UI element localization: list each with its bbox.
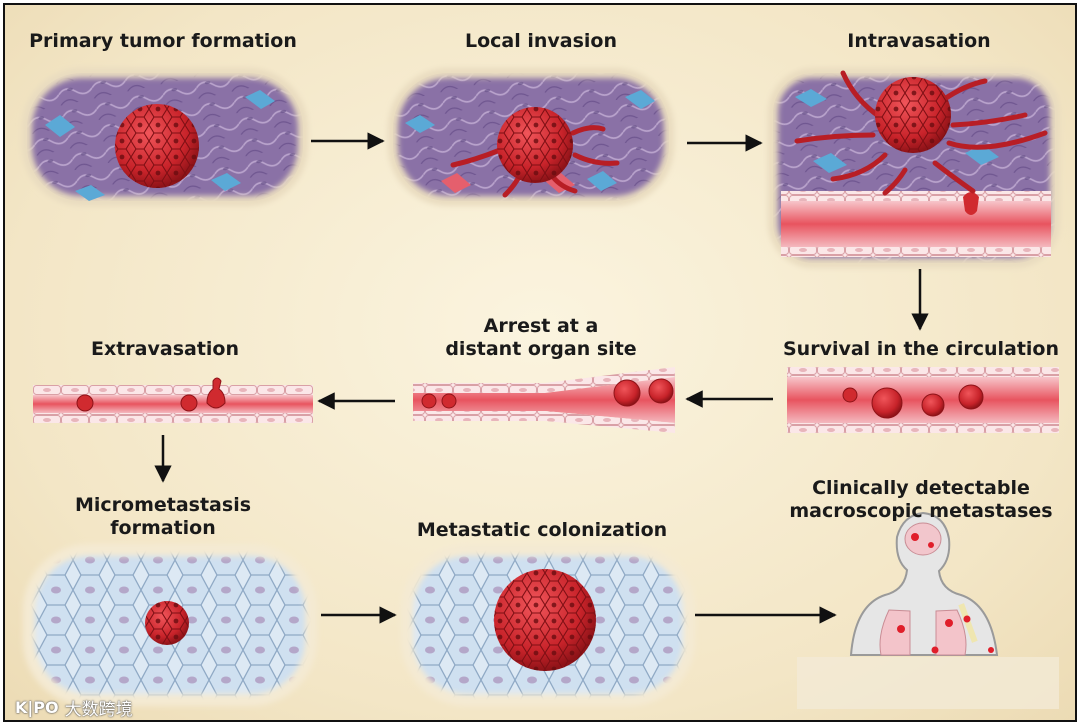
watermark-text: 大数跨境 [64,700,133,720]
arrest-distant-organ-illustration [413,367,675,433]
watermark-logo: K|PO [15,698,59,717]
label-intravasation: Intravasation [847,30,991,52]
label-clinical: Clinically detectable macroscopic metast… [789,477,1052,523]
label-local-invasion: Local invasion [464,30,618,52]
metastasis-diagram: Primary tumor formation Local invasion I… [3,3,1077,722]
label-colonization: Metastatic colonization [416,519,668,541]
label-survival: Survival in the circulation [782,338,1060,360]
caption-box [797,657,1059,709]
label-extravasation: Extravasation [90,338,240,360]
survival-circulation-illustration [787,367,1059,433]
label-micrometastasis-line1: Micrometastasis [74,494,252,516]
label-micrometastasis-line2: formation [110,517,216,539]
micrometastasis-illustration [23,544,317,706]
body-metastases-illustration [849,511,999,656]
label-clinical-line1: Clinically detectable [812,477,1030,499]
label-primary-tumor: Primary tumor formation [29,30,297,52]
label-micrometastasis: Micrometastasis formation [75,494,251,540]
label-arrest: Arrest at a distant organ site [445,315,636,361]
flow-arrows [154,132,929,624]
intravasation-illustration [768,68,1060,268]
label-arrest-line1: Arrest at a [483,315,599,337]
diagram-artwork [22,68,1060,709]
extravasation-illustration [33,377,313,423]
metastatic-colonization-illustration [401,544,695,706]
primary-tumor-illustration [22,68,308,206]
label-clinical-line2: macroscopic metastases [789,500,1053,522]
local-invasion-illustration [388,68,674,206]
watermark: K|PO 大数跨境 [15,695,133,720]
label-arrest-line2: distant organ site [445,338,637,360]
